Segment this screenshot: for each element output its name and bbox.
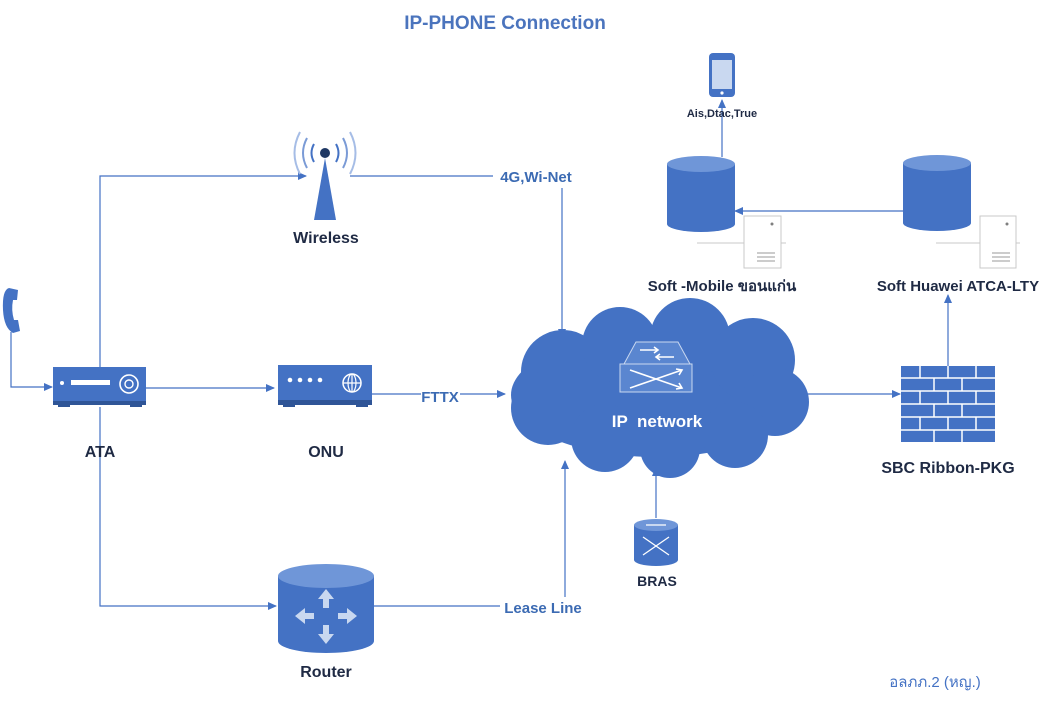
onu-device-icon <box>278 365 372 407</box>
router-icon <box>278 564 374 653</box>
ip-network-cloud-icon <box>511 298 809 478</box>
connections <box>10 99 952 610</box>
soft-mobile-server-icon <box>697 215 786 269</box>
lease-line-link-label: Lease Line <box>504 600 582 617</box>
mobile-phone-icon <box>709 53 735 97</box>
bras-icon <box>634 519 678 566</box>
soft-huawei-label: Soft Huawei ATCA-LTY <box>877 278 1039 295</box>
mobile-carriers-label: Ais,Dtac,True <box>687 108 757 120</box>
ata-router-line <box>99 407 277 610</box>
ata-wireless-line <box>99 172 307 367</box>
soft-huawei-server-icon <box>936 215 1020 269</box>
wireless-tower-icon <box>293 131 357 220</box>
footer-note: อลภภ.2 (หญ.) <box>889 674 980 691</box>
onu-label: ONU <box>308 444 344 461</box>
sbc-label: SBC Ribbon-PKG <box>881 460 1014 477</box>
phone-ata-line <box>10 332 53 391</box>
wireless-link-label: 4G,Wi-Net <box>500 169 572 186</box>
sbc-firewall-icon <box>901 366 995 442</box>
soft-mobile-label: Soft -Mobile ขอนแก่น <box>648 278 797 295</box>
soft-huawei-database-icon <box>903 155 971 231</box>
fttx-link-label: FTTX <box>421 389 459 406</box>
ip-network-label: IP network <box>612 412 703 431</box>
soft-mobile-database-icon <box>667 156 735 232</box>
diagram-title: IP-PHONE Connection <box>404 13 606 34</box>
wireless-label: Wireless <box>293 230 359 247</box>
ata-device-icon <box>53 367 146 407</box>
telephone-handset-icon <box>2 288 20 333</box>
ata-label: ATA <box>85 444 116 461</box>
router-label: Router <box>300 664 352 681</box>
bras-label: BRAS <box>637 573 677 589</box>
